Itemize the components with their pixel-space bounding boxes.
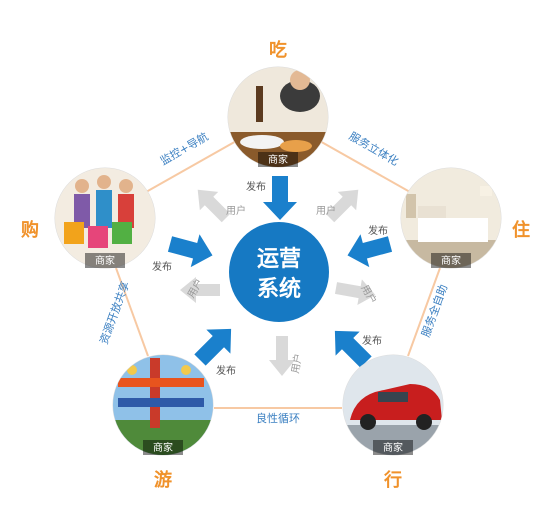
- node-shop[interactable]: 商家 购: [21, 167, 156, 269]
- publish-label-travel: 发布: [362, 334, 382, 347]
- edge-line-stay-travel: [407, 267, 441, 357]
- user-label-down: 用户: [288, 352, 304, 374]
- publish-arrow-play: [194, 328, 232, 366]
- publish-arrow-stay: [347, 234, 393, 268]
- node-play-merchant-label: 商家: [153, 441, 173, 454]
- node-play[interactable]: 商家 游: [112, 354, 214, 491]
- node-eat-merchant-label: 商家: [268, 153, 288, 166]
- node-stay-category: 住: [512, 219, 530, 241]
- user-arrows: [180, 189, 376, 376]
- publish-arrow-eat: [263, 176, 297, 220]
- edge-label-play-shop: 资源开放共享: [96, 279, 132, 346]
- node-eat[interactable]: 商家 吃: [227, 39, 329, 168]
- publish-label-eat: 发布: [246, 180, 266, 193]
- publish-label-shop: 发布: [152, 260, 172, 273]
- node-stay-merchant-bg: [431, 253, 471, 268]
- node-eat-merchant-bg: [258, 152, 298, 167]
- publish-label-stay: 发布: [368, 224, 388, 237]
- edge-label-eat-stay: 服务立体化: [347, 129, 402, 169]
- publish-arrow-travel: [334, 330, 372, 368]
- edge-label-stay-travel: 服务全自助: [418, 282, 450, 338]
- user-label-upright: 用户: [316, 204, 336, 217]
- node-travel[interactable]: 商家 行: [342, 354, 444, 491]
- shopping-photo-icon: [55, 168, 155, 268]
- node-shop-merchant-label: 商家: [95, 254, 115, 267]
- publish-arrows: [167, 176, 393, 368]
- center-circle: [229, 222, 329, 322]
- user-label-upleft: 用户: [226, 204, 246, 217]
- car-photo-icon: [343, 355, 443, 455]
- user-arrow-upleft: [197, 189, 231, 223]
- publish-label-play: 发布: [216, 364, 236, 377]
- edge-label-travel-play: 良性循环: [256, 411, 300, 425]
- hotel-room-photo-icon: [401, 168, 501, 268]
- node-shop-category: 购: [21, 219, 39, 241]
- user-arrow-left: [180, 277, 220, 303]
- center-node[interactable]: 运营 系统: [229, 222, 329, 322]
- node-travel-merchant-label: 商家: [383, 441, 403, 454]
- center-title-line1: 运营: [257, 247, 301, 272]
- node-travel-category: 行: [383, 469, 402, 491]
- pentagon-edges: [115, 139, 441, 409]
- node-eat-category: 吃: [269, 39, 287, 61]
- edge-line-shop-eat: [145, 139, 239, 193]
- center-title-line2: 系统: [257, 276, 301, 302]
- node-shop-merchant-bg: [85, 253, 125, 268]
- node-stay-merchant-label: 商家: [441, 254, 461, 267]
- user-arrow-right: [334, 279, 376, 305]
- edge-label-shop-eat: 监控+导航: [157, 129, 210, 168]
- user-arrow-upright: [325, 189, 359, 223]
- node-play-category: 游: [154, 469, 172, 491]
- user-arrow-down: [269, 336, 295, 376]
- node-play-merchant-bg: [143, 440, 183, 455]
- node-travel-merchant-bg: [373, 440, 413, 455]
- edge-line-play-shop: [115, 267, 149, 357]
- edge-line-eat-stay: [317, 139, 411, 193]
- publish-labels: 发布 发布 发布 发布 发布: [152, 180, 388, 377]
- publish-arrow-shop: [167, 234, 213, 268]
- node-stay[interactable]: 商家 住: [400, 167, 530, 269]
